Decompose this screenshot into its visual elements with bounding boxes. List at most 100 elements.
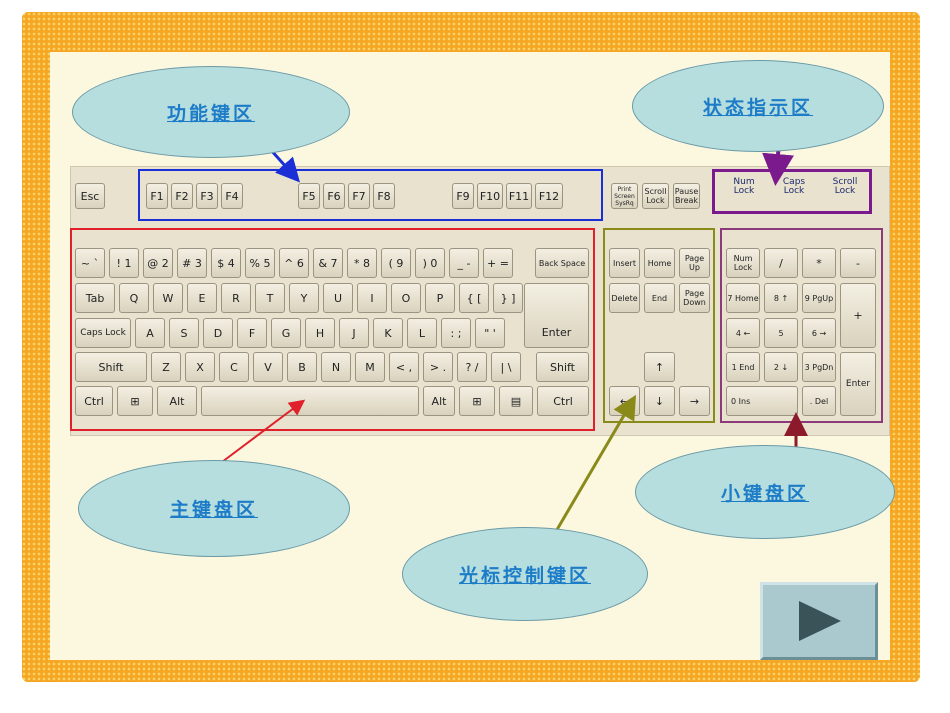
- key-row1-12: + =: [483, 248, 513, 278]
- key-f8: F8: [373, 183, 395, 209]
- key-row4-7: < ,: [389, 352, 419, 382]
- key-row3-2: D: [203, 318, 233, 348]
- key-home: Home: [644, 248, 675, 278]
- key-row4-0: Z: [151, 352, 181, 382]
- key-f11: F11: [506, 183, 532, 209]
- key-f4: F4: [221, 183, 243, 209]
- key-row1-7: & 7: [313, 248, 343, 278]
- key-kp-minus: -: [840, 248, 876, 278]
- key-f3: F3: [196, 183, 218, 209]
- key-row1-8: * 8: [347, 248, 377, 278]
- key-num-lock: Num Lock: [726, 248, 760, 278]
- key-row2-10: { [: [459, 283, 489, 313]
- label-main-keyboard-text: 主键盘区: [169, 499, 258, 521]
- key-row3-1: S: [169, 318, 199, 348]
- key-kp-5: 5: [764, 318, 798, 348]
- key-row3-3: F: [237, 318, 267, 348]
- key-arrow-up: ↑: [644, 352, 675, 382]
- key-row4-1: X: [185, 352, 215, 382]
- label-main-keyboard: 主键盘区: [78, 460, 350, 557]
- key-kp-6: 6 →: [802, 318, 836, 348]
- key-row4-9: ? /: [457, 352, 487, 382]
- key-ctrl-right: Ctrl: [537, 386, 589, 416]
- key-row4-10: | \: [491, 352, 521, 382]
- key-row4-3: V: [253, 352, 283, 382]
- key-row1-10: ) 0: [415, 248, 445, 278]
- key-shift-left: Shift: [75, 352, 147, 382]
- key-kp-3: 3 PgDn: [802, 352, 836, 382]
- key-row1-9: ( 9: [381, 248, 411, 278]
- key-row3-6: J: [339, 318, 369, 348]
- key-row2-4: T: [255, 283, 285, 313]
- key-row1-1: ! 1: [109, 248, 139, 278]
- key-ctrl-left: Ctrl: [75, 386, 113, 416]
- key-row1-4: $ 4: [211, 248, 241, 278]
- key-kp-2: 2 ↓: [764, 352, 798, 382]
- key-row4-6: M: [355, 352, 385, 382]
- label-status-lights: 状态指示区: [632, 60, 884, 152]
- key-row2-3: R: [221, 283, 251, 313]
- key-row3-0: A: [135, 318, 165, 348]
- key-f2: F2: [171, 183, 193, 209]
- label-cursor-keys-text: 光标控制键区: [458, 564, 591, 587]
- led-num-lock: Num Lock: [733, 177, 755, 196]
- key-kp-9: 9 PgUp: [802, 283, 836, 313]
- key-row3-10: " ': [475, 318, 505, 348]
- key-f7: F7: [348, 183, 370, 209]
- main-keyboard-region-box: [70, 228, 595, 431]
- key-kp-4: 4 ←: [726, 318, 760, 348]
- key-row4-8: > .: [423, 352, 453, 382]
- key-kp-enter: Enter: [840, 352, 876, 416]
- key-row1-5: % 5: [245, 248, 275, 278]
- key-menu: ▤: [499, 386, 533, 416]
- key-row4-2: C: [219, 352, 249, 382]
- key-arrow-right: →: [679, 386, 710, 416]
- key-row1-0: ~ `: [75, 248, 105, 278]
- key-page-down: Page Down: [679, 283, 710, 313]
- play-triangle-icon: [799, 601, 841, 641]
- key-f10: F10: [477, 183, 503, 209]
- key-end: End: [644, 283, 675, 313]
- label-keypad: 小键盘区: [635, 445, 895, 539]
- key-caps-lock: Caps Lock: [75, 318, 131, 348]
- key-row1-6: ^ 6: [279, 248, 309, 278]
- led-caps-lock: Caps Lock: [782, 177, 806, 196]
- key-row2-1: W: [153, 283, 183, 313]
- key-tab: Tab: [75, 283, 115, 313]
- key-kp-8: 8 ↑: [764, 283, 798, 313]
- key-row1-2: @ 2: [143, 248, 173, 278]
- key-backspace: Back Space: [535, 248, 589, 278]
- key-row2-5: Y: [289, 283, 319, 313]
- key-space: [201, 386, 419, 416]
- key-win-left: ⊞: [117, 386, 153, 416]
- label-function-keys-text: 功能键区: [166, 102, 255, 125]
- key-row4-4: B: [287, 352, 317, 382]
- arrow-main-keyboard: [221, 399, 306, 463]
- key-row2-6: U: [323, 283, 353, 313]
- key-kp-7: 7 Home: [726, 283, 760, 313]
- key-row2-8: O: [391, 283, 421, 313]
- next-slide-button[interactable]: [760, 582, 878, 660]
- key-f12: F12: [535, 183, 563, 209]
- key-pause-break: Pause Break: [673, 183, 700, 209]
- key-kp-star: *: [802, 248, 836, 278]
- label-status-lights-text: 状态指示区: [702, 96, 813, 119]
- key-row2-7: I: [357, 283, 387, 313]
- key-row3-8: L: [407, 318, 437, 348]
- key-alt-right: Alt: [423, 386, 455, 416]
- key-insert: Insert: [609, 248, 640, 278]
- key-f6: F6: [323, 183, 345, 209]
- key-esc: Esc: [75, 183, 105, 209]
- key-alt-left: Alt: [157, 386, 197, 416]
- key-row1-3: # 3: [177, 248, 207, 278]
- key-scroll-lock: Scroll Lock: [642, 183, 669, 209]
- key-row4-5: N: [321, 352, 351, 382]
- key-kp-dot: . Del: [802, 386, 836, 416]
- key-row2-9: P: [425, 283, 455, 313]
- key-row2-2: E: [187, 283, 217, 313]
- label-keypad-text: 小键盘区: [720, 482, 809, 505]
- key-kp-plus: +: [840, 283, 876, 348]
- key-row3-5: H: [305, 318, 335, 348]
- function-key-region-box: [138, 169, 603, 221]
- key-row1-11: _ -: [449, 248, 479, 278]
